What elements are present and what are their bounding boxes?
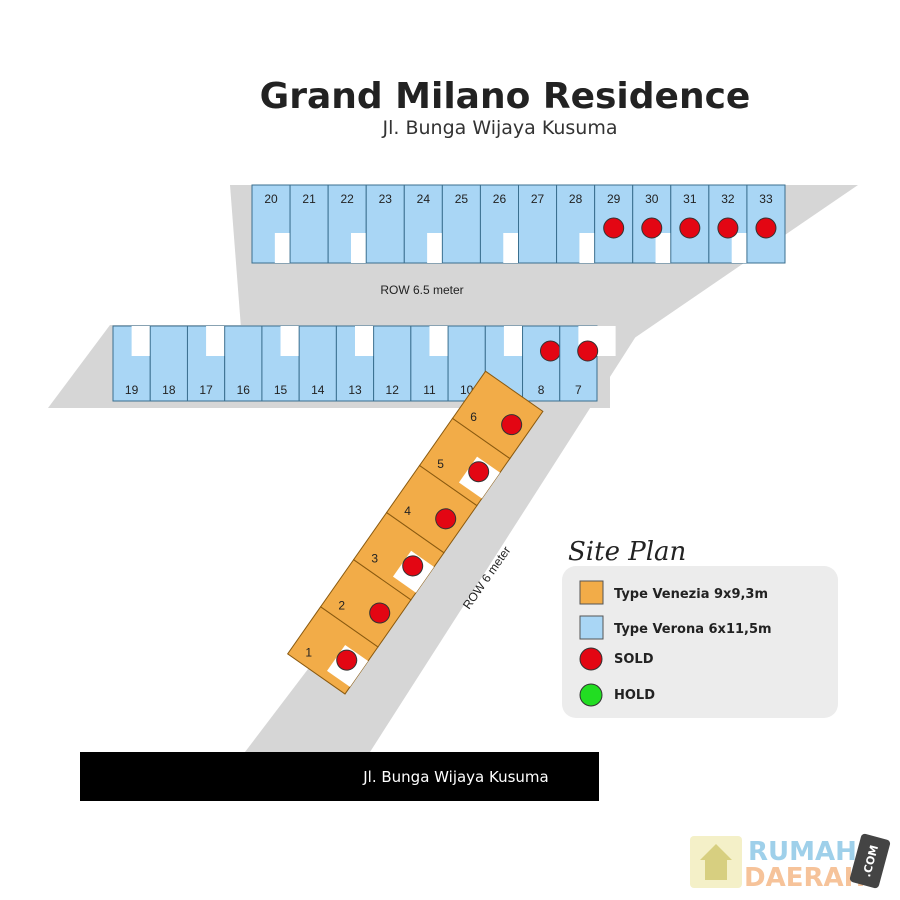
logo-line1: RUMAH [748, 837, 857, 867]
lot-27[interactable]: 27 [518, 184, 558, 264]
legend-hold-label: HOLD [614, 688, 655, 703]
lot-number: 19 [125, 383, 139, 397]
top-row-lots: 20 21 22 23 24 25 26 27 28 29 30 31 32 33 [251, 184, 786, 264]
sold-marker-icon [336, 649, 358, 671]
sold-marker-icon [717, 217, 739, 239]
lot-plot [373, 325, 412, 402]
lot-23[interactable]: 23 [365, 184, 405, 264]
lot-number: 13 [348, 383, 362, 397]
lot-plot [522, 325, 561, 402]
legend-panel [562, 566, 838, 718]
lot-25[interactable]: 25 [441, 184, 481, 264]
lot-33[interactable]: 33 [746, 184, 786, 264]
verona-swatch [579, 615, 604, 640]
lot-number: 25 [455, 192, 469, 206]
lot-number: 4 [404, 504, 411, 518]
lot-plot [518, 184, 558, 264]
lot-number: 14 [311, 383, 325, 397]
lot-15[interactable]: 15 [261, 325, 318, 402]
lot-number: 27 [531, 192, 545, 206]
sold-marker-icon [679, 217, 701, 239]
page-subtitle: Jl. Bunga Wijaya Kusuma [382, 117, 618, 139]
sold-marker-icon [755, 217, 777, 239]
legend-heading: Site Plan [568, 537, 686, 567]
sold-marker-icon [641, 217, 663, 239]
lot-number: 18 [162, 383, 176, 397]
legend: Site Plan Type Venezia 9x9,3m Type Veron… [562, 537, 838, 718]
lot-plot [441, 184, 481, 264]
lot-number: 29 [607, 192, 621, 206]
sold-marker-icon [369, 602, 391, 624]
lot-3[interactable]: 3 [352, 511, 445, 601]
lot-plot [365, 184, 405, 264]
legend-sold-label: SOLD [614, 652, 654, 667]
lot-number: 20 [264, 192, 278, 206]
lot-number: 32 [721, 192, 735, 206]
lot-number: 21 [302, 192, 316, 206]
lot-16[interactable]: 16 [224, 325, 263, 402]
venezia-swatch [579, 580, 604, 605]
lot-number: 5 [437, 457, 444, 471]
lot-plot [149, 325, 188, 402]
main-street [80, 752, 599, 801]
row-top-label: ROW 6.5 meter [380, 283, 463, 297]
lot-number: 33 [759, 192, 773, 206]
sold-marker-icon [577, 340, 599, 362]
lot-number: 8 [538, 383, 545, 397]
lot-number: 1 [305, 645, 312, 659]
page-title: Grand Milano Residence [260, 76, 751, 117]
lot-6[interactable]: 6 [451, 370, 544, 460]
lot-number: 26 [493, 192, 507, 206]
lot-8[interactable]: 8 [522, 325, 561, 402]
main-street-label: Jl. Bunga Wijaya Kusuma [362, 768, 549, 786]
lot-number: 22 [340, 192, 354, 206]
lot-7[interactable]: 7 [559, 325, 616, 402]
lot-plot [451, 370, 544, 460]
sold-marker-icon [468, 461, 490, 483]
legend-venezia-label: Type Venezia 9x9,3m [614, 587, 768, 602]
lot-number: 2 [338, 598, 345, 612]
lot-number: 15 [274, 383, 288, 397]
legend-verona-label: Type Verona 6x11,5m [614, 622, 772, 637]
sold-marker-icon [603, 217, 625, 239]
lot-number: 23 [379, 192, 393, 206]
sold-marker-icon [435, 508, 457, 530]
lot-number: 30 [645, 192, 659, 206]
lot-number: 16 [237, 383, 251, 397]
sold-marker-icon [501, 414, 523, 436]
lot-12[interactable]: 12 [373, 325, 412, 402]
sold-marker-icon [402, 555, 424, 577]
logo-line2: DAERAH [744, 863, 865, 893]
sold-marker-icon [539, 340, 561, 362]
lot-number: 12 [386, 383, 400, 397]
lot-number: 6 [470, 410, 477, 424]
hold-marker-icon [579, 683, 603, 707]
lot-18[interactable]: 18 [149, 325, 188, 402]
lot-number: 7 [575, 383, 582, 397]
lot-number: 31 [683, 192, 697, 206]
middle-row-lots: 19181716151413121110987 [112, 325, 616, 402]
rumah-daerah-logo: RUMAH DAERAH .COM [690, 833, 891, 893]
lot-14[interactable]: 14 [298, 325, 337, 402]
lot-number: 3 [371, 551, 378, 565]
lot-29[interactable]: 29 [594, 184, 634, 264]
sold-marker-icon [579, 647, 603, 671]
lot-number: 28 [569, 192, 583, 206]
lot-31[interactable]: 31 [670, 184, 710, 264]
lot-number: 24 [417, 192, 431, 206]
lot-21[interactable]: 21 [289, 184, 329, 264]
lot-number: 17 [199, 383, 213, 397]
lot-number: 11 [423, 383, 436, 397]
